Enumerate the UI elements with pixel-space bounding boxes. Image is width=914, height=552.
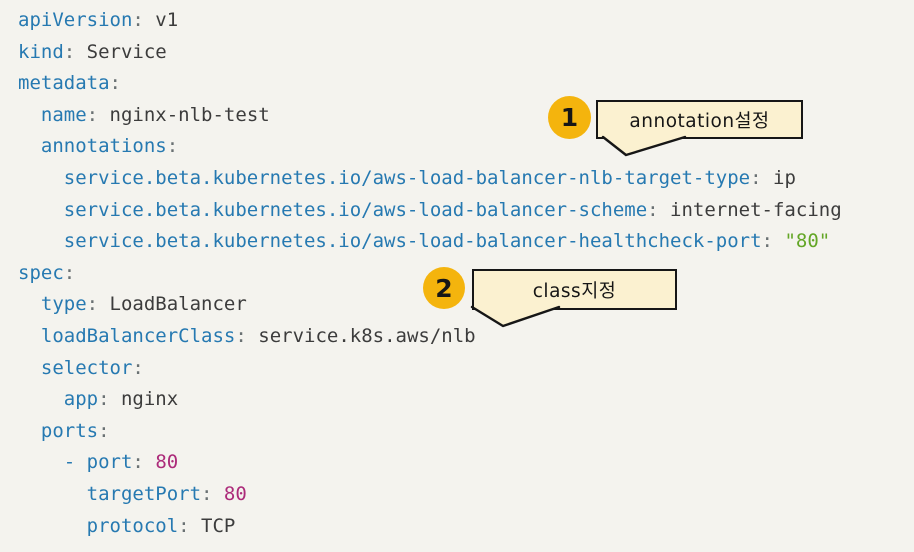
code-indent	[18, 451, 64, 473]
code-indent	[18, 167, 64, 189]
code-token-key: name	[40, 103, 87, 126]
code-token-value: v1	[155, 9, 179, 31]
code-token-number: 80	[223, 482, 247, 505]
code-line: spec:	[18, 258, 842, 290]
code-token-value: TCP	[201, 514, 236, 537]
callout-2-number-badge: 2	[423, 267, 465, 309]
code-token-punct: :	[750, 166, 773, 189]
callout-1-label: annotation설정	[629, 110, 770, 132]
code-token-key: app	[63, 388, 99, 411]
callout-1-bubble-tail	[601, 135, 687, 157]
code-indent	[18, 293, 41, 315]
code-token-punct: :	[235, 324, 259, 347]
code-line: annotations:	[18, 131, 842, 163]
code-indent	[18, 135, 41, 157]
code-token-punct: :	[132, 9, 156, 31]
code-token-punct: :	[86, 103, 110, 126]
code-line: name: nginx-nlb-test	[18, 100, 842, 132]
code-token-punct: :	[132, 356, 144, 379]
code-token-key: spec	[18, 261, 64, 284]
code-token-value: service.k8s.aws/nlb	[258, 324, 476, 347]
code-token-punct: :	[647, 198, 671, 221]
code-token-key: selector	[40, 356, 133, 379]
code-indent	[18, 199, 64, 221]
code-line: app: nginx	[18, 384, 842, 416]
callout-1-bubble: annotation설정	[596, 100, 803, 139]
code-token-string: "80"	[784, 230, 831, 253]
code-token-value: nginx-nlb-test	[109, 103, 270, 126]
code-token-key: apiVersion	[18, 9, 133, 31]
code-token-punct: :	[178, 514, 202, 537]
code-token-punct: :	[201, 482, 224, 505]
code-token-key: type	[40, 293, 87, 316]
code-token-key: ports	[40, 419, 99, 442]
code-token-key: targetPort	[86, 482, 202, 505]
code-token-punct: :	[86, 293, 110, 316]
code-token-punct: :	[63, 261, 76, 284]
code-token-key: service.beta.kubernetes.io/aws-load-bala…	[63, 198, 648, 221]
code-token-key: port	[86, 451, 133, 474]
code-token-key: -	[63, 451, 87, 474]
code-line: metadata:	[18, 68, 842, 100]
code-token-value: Service	[86, 40, 167, 63]
code-line: apiVersion: v1	[18, 5, 842, 37]
code-line: - port: 80	[18, 447, 842, 479]
code-token-key: metadata	[18, 72, 110, 95]
code-indent	[18, 104, 41, 126]
code-token-punct: :	[98, 388, 121, 411]
callout-2-bubble: class지정	[472, 269, 677, 310]
callout-2-bubble-tail	[470, 305, 561, 328]
callout-2-label: class지정	[532, 280, 617, 302]
code-indent	[18, 357, 41, 379]
code-token-key: annotations	[40, 135, 167, 158]
code-indent	[18, 325, 41, 347]
code-line: service.beta.kubernetes.io/aws-load-bala…	[18, 195, 842, 227]
callout-1-number-badge: 1	[548, 96, 591, 139]
code-line: type: LoadBalancer	[18, 289, 842, 321]
code-token-value: LoadBalancer	[109, 293, 247, 316]
code-line: selector:	[18, 353, 842, 385]
code-line: ports:	[18, 416, 842, 448]
code-line: kind: Service	[18, 37, 842, 69]
code-indent	[18, 388, 64, 410]
code-token-value: nginx	[120, 388, 179, 411]
code-indent	[18, 230, 64, 252]
code-token-value: ip	[773, 166, 796, 189]
code-line: targetPort: 80	[18, 479, 842, 511]
code-indent	[18, 420, 41, 442]
code-token-punct: :	[761, 230, 785, 253]
code-token-number: 80	[155, 451, 179, 474]
code-line: loadBalancerClass: service.k8s.aws/nlb	[18, 321, 842, 353]
code-indent	[18, 483, 87, 505]
code-token-punct: :	[63, 40, 87, 63]
code-indent	[18, 515, 87, 537]
code-token-punct: :	[166, 135, 179, 158]
code-token-key: loadBalancerClass	[40, 324, 236, 347]
code-token-value: internet-facing	[670, 198, 842, 221]
code-line: service.beta.kubernetes.io/aws-load-bala…	[18, 163, 842, 195]
code-token-punct: :	[109, 72, 121, 95]
code-line: service.beta.kubernetes.io/aws-load-bala…	[18, 226, 842, 258]
code-token-key: kind	[18, 40, 64, 63]
code-line: protocol: TCP	[18, 511, 842, 543]
code-token-key: protocol	[86, 514, 179, 537]
code-token-key: service.beta.kubernetes.io/aws-load-bala…	[63, 166, 751, 189]
code-token-punct: :	[98, 419, 110, 442]
code-token-punct: :	[132, 451, 156, 474]
code-token-key: service.beta.kubernetes.io/aws-load-bala…	[63, 230, 762, 253]
